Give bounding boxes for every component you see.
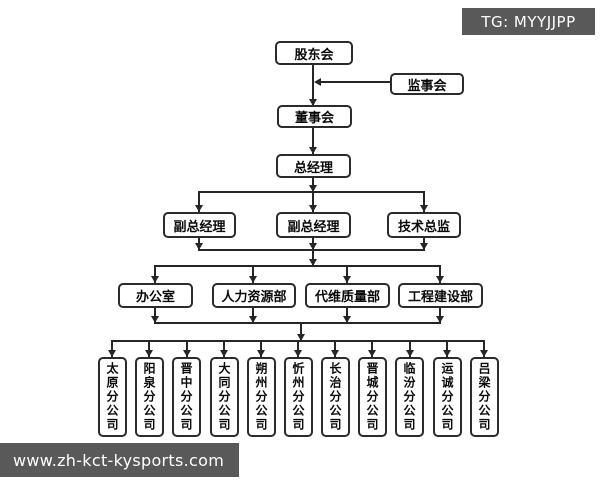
website-watermark-bar: www.zh-kct-kysports.com: [0, 443, 239, 477]
arrow-down-icon: [294, 350, 302, 357]
telegram-watermark-badge: TG: MYYJJPP: [462, 8, 595, 35]
connector-vertical: [439, 266, 441, 283]
arrow-down-icon: [309, 259, 317, 266]
connector-horizontal: [198, 191, 425, 193]
org-node-board-of-directors: 董事会: [277, 105, 352, 128]
arrow-down-icon: [220, 350, 228, 357]
connector-vertical: [409, 341, 411, 357]
arrow-down-icon: [309, 185, 317, 192]
arrow-down-icon: [249, 316, 257, 323]
connector-vertical: [334, 341, 336, 357]
arrow-down-icon: [151, 276, 159, 283]
connector-vertical: [346, 266, 348, 283]
arrow-down-icon: [309, 243, 317, 250]
arrow-down-icon: [436, 316, 444, 323]
arrow-down-icon: [309, 205, 317, 212]
org-node-office: 办公室: [118, 283, 193, 308]
connector-vertical: [297, 341, 299, 357]
connector-vertical: [148, 341, 150, 357]
org-node-supervisory-board: 监事会: [390, 73, 464, 95]
connector-horizontal: [321, 81, 390, 83]
connector-vertical: [252, 308, 254, 323]
connector-vertical: [312, 192, 314, 212]
arrow-down-icon: [420, 243, 428, 250]
connector-vertical: [154, 308, 156, 323]
org-node-branch-xinzhou: 忻州分公司: [284, 357, 313, 437]
org-node-deputy-general-manager-1: 副总经理: [163, 212, 236, 238]
arrow-down-icon: [480, 350, 488, 357]
org-node-deputy-general-manager-2: 副总经理: [276, 212, 351, 238]
arrow-down-icon: [309, 99, 317, 106]
arrow-down-icon: [309, 147, 317, 154]
arrow-down-icon: [420, 205, 428, 212]
connector-vertical: [154, 266, 156, 283]
connector-horizontal: [154, 322, 441, 324]
org-node-branch-jincheng: 晋城分公司: [358, 357, 387, 437]
arrow-left-icon: [314, 78, 321, 86]
arrow-down-icon: [183, 350, 191, 357]
connector-vertical: [312, 250, 314, 266]
arrow-down-icon: [436, 276, 444, 283]
connector-horizontal: [198, 249, 425, 251]
connector-vertical: [446, 341, 448, 357]
connector-vertical: [371, 341, 373, 357]
connector-vertical: [260, 341, 262, 357]
connector-vertical: [111, 341, 113, 357]
arrow-down-icon: [331, 350, 339, 357]
org-node-branch-datong: 大同分公司: [210, 357, 239, 437]
arrow-down-icon: [406, 350, 414, 357]
org-node-branch-shuozhou: 朔州分公司: [247, 357, 276, 437]
arrow-down-icon: [343, 316, 351, 323]
connector-vertical: [312, 128, 314, 154]
arrow-down-icon: [343, 276, 351, 283]
org-node-branch-taiyuan: 太原分公司: [98, 357, 127, 437]
connector-vertical: [346, 308, 348, 323]
org-node-branch-lvliang: 吕梁分公司: [470, 357, 499, 437]
org-node-branch-yangquan: 阳泉分公司: [135, 357, 164, 437]
arrow-down-icon: [368, 350, 376, 357]
org-node-general-manager: 总经理: [276, 154, 351, 178]
connector-vertical: [223, 341, 225, 357]
connector-vertical: [186, 341, 188, 357]
arrow-down-icon: [145, 350, 153, 357]
connector-vertical: [312, 65, 314, 106]
org-node-maintenance-quality-department: 代维质量部: [305, 283, 390, 308]
org-node-engineering-construction-department: 工程建设部: [398, 283, 483, 308]
org-node-shareholders-meeting: 股东会: [275, 41, 353, 65]
connector-vertical: [252, 266, 254, 283]
arrow-down-icon: [249, 276, 257, 283]
arrow-down-icon: [297, 334, 305, 341]
connector-vertical: [423, 192, 425, 212]
connector-vertical: [483, 341, 485, 357]
connector-horizontal: [154, 265, 441, 267]
org-node-technical-director: 技术总监: [387, 212, 461, 238]
arrow-down-icon: [195, 205, 203, 212]
org-node-branch-jinzhong: 晋中分公司: [172, 357, 201, 437]
arrow-down-icon: [257, 350, 265, 357]
connector-vertical: [300, 323, 302, 341]
connector-vertical: [439, 308, 441, 323]
org-node-branch-changzhi: 长治分公司: [321, 357, 350, 437]
org-node-branch-yuncheng: 运诚分公司: [433, 357, 462, 437]
connector-vertical: [198, 192, 200, 212]
org-node-branch-linfen: 临汾分公司: [395, 357, 424, 437]
arrow-down-icon: [195, 243, 203, 250]
org-node-hr-department: 人力资源部: [212, 283, 296, 308]
arrow-down-icon: [108, 350, 116, 357]
arrow-down-icon: [151, 316, 159, 323]
connector-horizontal: [111, 340, 485, 342]
arrow-down-icon: [443, 350, 451, 357]
